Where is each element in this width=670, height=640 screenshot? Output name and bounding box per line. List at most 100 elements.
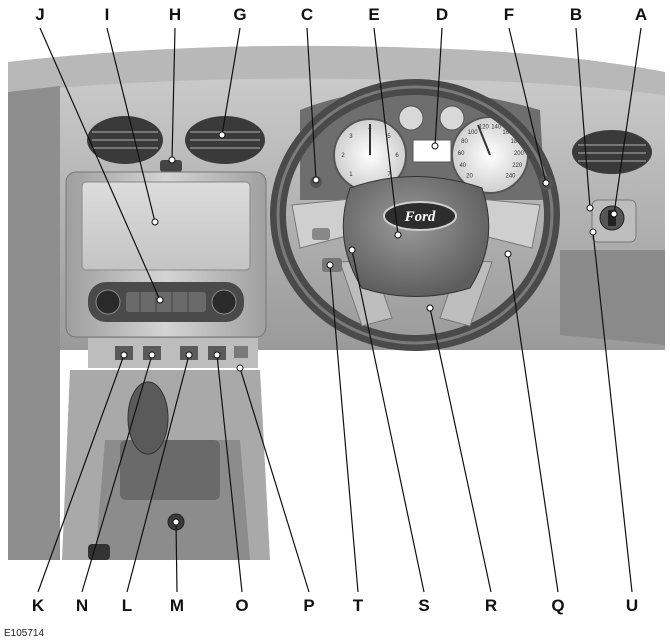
- gauge-scale-label: 240: [505, 174, 516, 180]
- tachometer-scale: 1 2 3 4 5 6 7: [341, 126, 399, 178]
- leader-line: [592, 231, 633, 593]
- temperature-gauge: [439, 105, 465, 131]
- leader-line: [373, 27, 399, 236]
- leader-dot: [151, 218, 159, 226]
- leader-dot: [185, 351, 193, 359]
- leader-dot: [542, 179, 550, 187]
- leader-line: [216, 354, 243, 593]
- leader-line: [171, 27, 176, 161]
- leader-line: [613, 27, 642, 215]
- leader-dot: [236, 364, 244, 372]
- leader-dot: [504, 250, 512, 258]
- callout-P: P: [303, 596, 314, 615]
- callout-H: H: [169, 5, 181, 24]
- callout-I: I: [105, 5, 110, 24]
- hazard-warning-switch: [160, 160, 182, 172]
- leader-line: [175, 521, 178, 593]
- callout-T: T: [353, 596, 364, 615]
- leader-dot: [589, 228, 597, 236]
- callout-G: G: [233, 5, 246, 24]
- gauge-scale-label: 3: [349, 134, 353, 140]
- callout-B: B: [570, 5, 582, 24]
- ignition-switch: [591, 199, 637, 243]
- information-display: [412, 139, 452, 163]
- gauge-scale-label: 4: [368, 126, 372, 132]
- gauge-scale-label: 40: [459, 163, 466, 169]
- gear-selector-gate: [120, 440, 220, 500]
- gauge-scale-label: 140: [491, 125, 502, 131]
- leader-dot: [168, 156, 176, 164]
- steering-wheel: Ford: [270, 79, 560, 351]
- leader-dot: [348, 246, 356, 254]
- gauge-scale-label: 2: [341, 153, 345, 159]
- right-air-vent: [572, 130, 652, 174]
- gauge-scale-label: 5: [387, 134, 391, 140]
- left-air-vent: [87, 116, 163, 164]
- leader-line: [221, 27, 241, 136]
- callout-O: O: [235, 596, 248, 615]
- leader-line: [508, 27, 547, 184]
- leader-line: [329, 264, 359, 593]
- lower-console: [62, 370, 270, 560]
- gauge-scale-label: 120: [479, 125, 490, 131]
- figure-id: E105714: [4, 628, 44, 639]
- leader-dot: [156, 296, 164, 304]
- callout-N: N: [76, 596, 88, 615]
- callout-U: U: [626, 596, 638, 615]
- center-console: [65, 171, 267, 338]
- fuel-gauge: [398, 105, 424, 131]
- gear-lever-knob: [127, 381, 169, 455]
- callout-J: J: [35, 5, 44, 24]
- leader-dot: [586, 204, 594, 212]
- gauge-scale-label: 100: [468, 130, 479, 136]
- leader-line: [351, 249, 425, 593]
- gauge-scale-label: 6: [395, 153, 399, 159]
- callout-E: E: [368, 5, 379, 24]
- callout-Q: Q: [551, 596, 564, 615]
- leader-dot: [213, 351, 221, 359]
- gauge-scale-label: 160: [502, 130, 513, 136]
- gauge-scale-label: 60: [458, 151, 465, 157]
- callout-D: D: [436, 5, 448, 24]
- center-air-vent: [185, 116, 265, 164]
- gauge-scale-label: 180: [510, 139, 521, 145]
- leader-line: [126, 354, 190, 593]
- airbag-hub: [342, 176, 490, 297]
- callout-A: A: [635, 5, 647, 24]
- callout-L: L: [122, 596, 132, 615]
- leader-dot: [218, 131, 226, 139]
- leader-line: [239, 367, 310, 593]
- leader-dot: [394, 231, 402, 239]
- leader-line: [39, 27, 161, 301]
- instrument-cluster: [300, 90, 545, 200]
- ford-badge: [383, 201, 457, 231]
- leader-line: [434, 27, 443, 147]
- callout-leaders: [37, 27, 642, 593]
- gauge-scale-label: 1: [349, 172, 353, 178]
- leader-dot: [312, 176, 320, 184]
- leader-dot: [610, 210, 618, 218]
- leader-line: [106, 27, 156, 223]
- gauge-scale-label: 220: [512, 163, 523, 169]
- leader-line: [575, 27, 591, 209]
- leader-dot: [172, 518, 180, 526]
- leader-dot: [148, 351, 156, 359]
- leader-line: [507, 253, 559, 593]
- gauge-scale-label: 80: [461, 139, 468, 145]
- leader-dot: [120, 351, 128, 359]
- ford-badge-text: Ford: [404, 209, 436, 225]
- callout-S: S: [418, 596, 429, 615]
- leader-line: [306, 27, 317, 181]
- leader-line: [37, 354, 125, 593]
- callout-M: M: [170, 596, 184, 615]
- callout-F: F: [504, 5, 514, 24]
- callout-R: R: [485, 596, 497, 615]
- leader-line: [81, 354, 153, 593]
- callout-K: K: [32, 596, 45, 615]
- leader-dot: [431, 142, 439, 150]
- gauge-scale-label: 200: [514, 151, 525, 157]
- gauge-scale-label: 7: [387, 172, 391, 178]
- leader-dot: [426, 304, 434, 312]
